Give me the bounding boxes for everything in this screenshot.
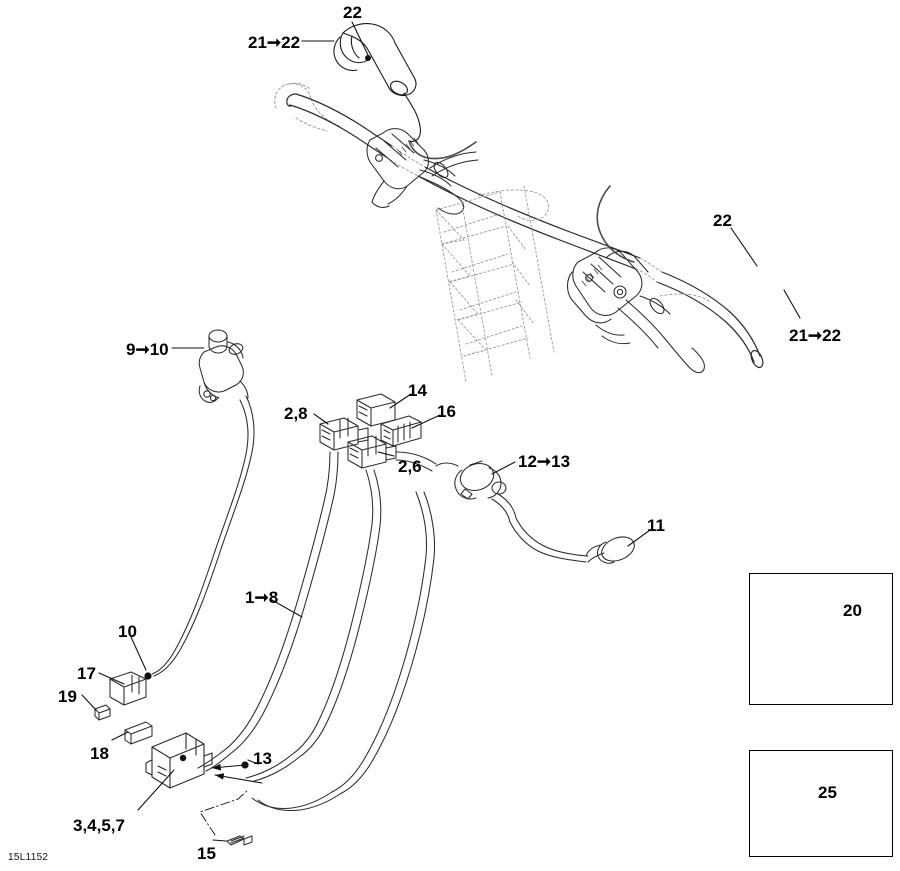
- callout-17: 17: [77, 664, 96, 683]
- callout-21-to-22-left: 21➞22: [248, 33, 301, 52]
- callout-9-to-10: 9➞10: [126, 340, 169, 359]
- connector-11-part: [585, 536, 635, 564]
- right-lever-assembly: [566, 247, 705, 374]
- callout-14: 14: [408, 381, 427, 400]
- clip-19-part: [94, 704, 111, 721]
- callout-16: 16: [437, 402, 456, 421]
- callout-22-top: 22: [343, 3, 362, 22]
- connector-2-6-part: [347, 435, 397, 469]
- left-lever-assembly: [366, 128, 479, 215]
- callout-15: 15: [197, 844, 216, 863]
- brake-master-cylinder-part: [198, 329, 249, 403]
- callout-3-4-5-7: 3,4,5,7: [73, 816, 125, 835]
- sheet-code: 15L1152: [8, 852, 49, 863]
- connector-16-part: [380, 415, 422, 447]
- callout-13: 13: [253, 749, 272, 768]
- screw-15-part: [226, 835, 253, 846]
- switch-12-13-part: [435, 460, 507, 500]
- cable-9to10-run: [151, 395, 255, 677]
- callout-1-to-8: 1➞8: [245, 588, 279, 607]
- connector-17-part: [109, 671, 147, 706]
- left-grip-heater-part: [333, 23, 421, 142]
- callout-2-8: 2,8: [284, 404, 308, 423]
- callout-12-to-13: 12➞13: [518, 452, 571, 471]
- callout-19: 19: [58, 687, 77, 706]
- callout-18: 18: [90, 744, 109, 763]
- callout-20: 20: [843, 601, 862, 620]
- junction-box-part: [145, 732, 213, 789]
- callout-22-right: 22: [713, 211, 732, 230]
- clip-18-part: [124, 721, 153, 745]
- connector-2-8-part: [319, 417, 369, 451]
- callout-25: 25: [818, 783, 837, 802]
- callout-11: 11: [647, 516, 665, 535]
- callout-21-to-22-right: 21➞22: [789, 326, 842, 345]
- main-harness-run: [221, 451, 435, 795]
- callout-2-6: 2,6: [398, 457, 422, 476]
- inset-box-25: [749, 750, 893, 857]
- callout-10: 10: [118, 622, 137, 641]
- inset-box-20: [749, 573, 893, 705]
